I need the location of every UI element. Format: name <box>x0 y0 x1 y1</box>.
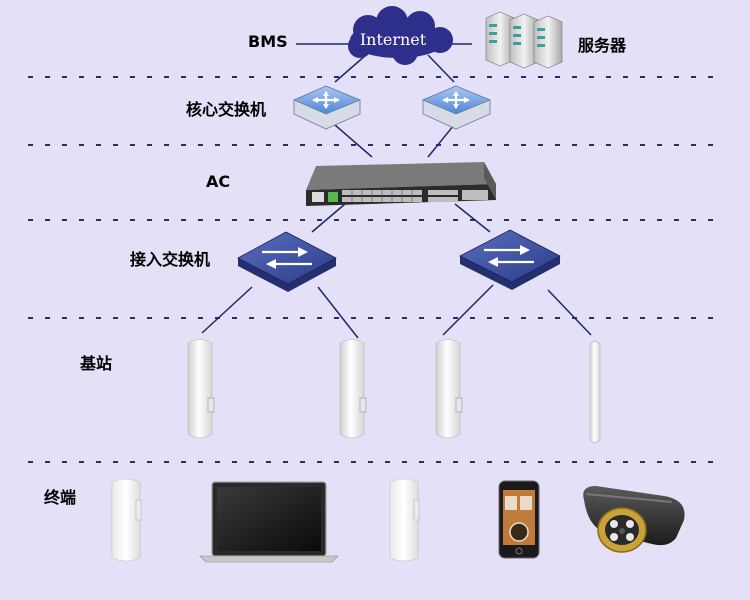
antenna-icon <box>339 339 367 439</box>
connections <box>201 43 592 339</box>
access-switch-label: 接入交换机 <box>130 250 211 269</box>
link-access2-bs3 <box>442 284 494 336</box>
antenna-icon <box>435 339 463 439</box>
server-icon <box>485 11 563 69</box>
access-switch-icon <box>237 231 337 292</box>
router-icon <box>421 85 492 130</box>
cloud-icon <box>348 6 453 65</box>
link-ac-access2 <box>454 203 491 233</box>
link-internet-core1 <box>334 54 367 83</box>
camera-icon <box>583 486 685 553</box>
link-access1-bs2 <box>317 286 359 339</box>
antenna-icon <box>187 339 215 439</box>
link-access1-bs1 <box>201 286 253 334</box>
access-switch-icon <box>459 229 561 290</box>
link-access2-bs4 <box>547 289 592 336</box>
link-core1-ac <box>334 124 373 158</box>
antenna-icon <box>589 341 601 443</box>
bms-label: BMS <box>248 32 288 51</box>
link-ac-access1 <box>311 203 346 233</box>
router-icon <box>293 85 362 130</box>
phone-icon <box>498 480 540 559</box>
layer-separators <box>28 76 722 463</box>
core-switch-label: 核心交换机 <box>186 100 267 119</box>
link-internet-core2 <box>427 54 455 83</box>
base-station-label: 基站 <box>80 354 113 373</box>
cpe-icon <box>111 478 142 562</box>
internet-label: Internet <box>360 30 427 49</box>
cpe-icon <box>389 478 420 562</box>
ac-controller-icon <box>306 162 496 206</box>
link-core2-ac <box>427 124 455 158</box>
ac-label: AC <box>206 172 231 191</box>
terminal-label: 终端 <box>44 488 77 507</box>
server-label: 服务器 <box>578 36 627 55</box>
laptop-icon <box>199 481 339 563</box>
